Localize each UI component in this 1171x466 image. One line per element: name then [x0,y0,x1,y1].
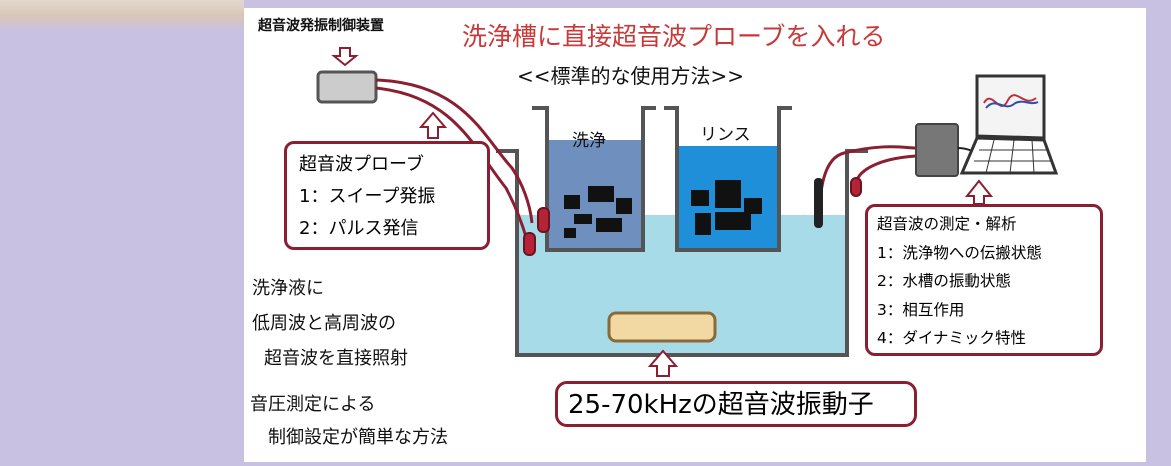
arrow-down-controller [331,47,359,67]
rinse-part [695,213,711,235]
left-text-line: 音圧測定による [250,394,376,415]
controller-device [316,70,378,104]
analyzer-box [915,123,959,177]
measure-box-title: 超音波の測定・解析 [877,215,1017,233]
rinse-tank [664,106,792,252]
subtitle: <<標準的な使用方法>> [517,64,745,88]
left-text-line: 超音波を直接照射 [264,348,408,369]
rinse-part [744,198,762,214]
left-text-line: 洗浄液に [252,278,324,299]
measure-box-item: 4：ダイナミック特性 [877,329,1027,347]
arrow-up-measure [964,179,994,205]
measure-box-item: 2：水槽の振動状態 [877,272,1011,290]
left-text-line: 制御設定が簡単な方法 [268,427,448,448]
probe-1 [537,207,550,233]
tank-rinse-label: リンス [700,125,751,145]
sensor-tip [850,177,862,197]
measure-box-item: 3：相互作用 [877,300,965,319]
probe-box-title: 超音波プローブ [299,154,424,175]
probe-cable-1 [375,78,534,224]
diagram-panel: 超音波発振制御装置 洗浄槽に直接超音波プローブを入れる <<標準的な使用方法>>… [244,8,1146,462]
sensor-probe [814,178,823,228]
measure-info-box: 超音波の測定・解析 1：洗浄物への伝搬状態 2：水槽の振動状態 3：相互作用 4… [865,204,1103,356]
sensor-cable-2 [854,154,917,184]
laptop-keyboard [959,136,1059,175]
probe-box-item: 1：スイープ発振 [299,186,436,207]
page-title: 洗浄槽に直接超音波プローブを入れる [462,22,886,51]
arrow-up-probe [418,111,448,139]
transducer-label-box: 25-70kHzの超音波振動子 [555,381,917,427]
laptop-screen [975,74,1046,140]
controller-label: 超音波発振制御装置 [258,18,384,34]
rinse-part [715,212,751,230]
transducer-label: 25-70kHzの超音波振動子 [568,390,874,420]
left-text-line: 低周波と高周波の [252,313,396,334]
rinse-part [715,180,741,208]
wash-part [574,214,592,224]
measure-box-item: 1：洗浄物への伝搬状態 [877,243,1042,262]
transducer-pad [607,311,717,343]
wash-part [564,228,576,238]
probe-box-item: 2：パルス発信 [299,218,419,239]
background-wood-strip [0,0,244,30]
probe-cable-2 [375,86,529,241]
probe-2 [523,232,536,256]
probe-info-box: 超音波プローブ 1：スイープ発振 2：パルス発信 [284,141,490,250]
wash-part [596,218,622,232]
rinse-part [691,190,709,206]
laptop-graph-2 [985,100,1039,109]
diagram-drawing [316,47,1059,377]
wash-tank [532,106,656,252]
arrow-up-transducer [647,349,679,377]
wash-part [616,198,632,214]
wash-part [588,186,614,202]
laptop-graph-1 [983,94,1037,107]
wash-part [564,195,580,209]
tank-wash-label: 洗浄 [572,131,606,151]
